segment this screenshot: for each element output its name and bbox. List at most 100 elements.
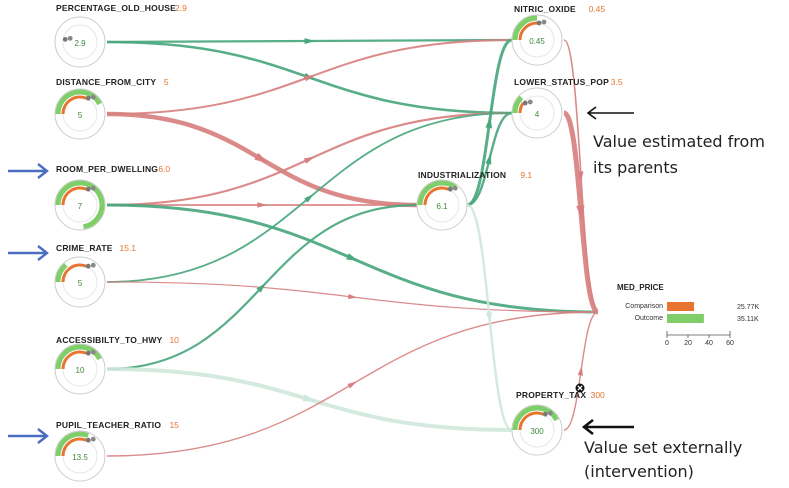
node-value: 13.5	[72, 453, 88, 462]
node-handle[interactable]	[522, 100, 528, 106]
node-handle[interactable]	[85, 186, 91, 192]
arrow-right-icon	[8, 163, 49, 179]
node-value-arc	[55, 431, 90, 457]
edge-arrowhead	[303, 156, 315, 164]
node-handle[interactable]	[85, 437, 91, 443]
axis-tick-label: 0	[665, 340, 669, 347]
node-handle[interactable]	[447, 186, 453, 192]
node-reference-value: 9.1	[520, 170, 532, 180]
node-label: CRIME_RATE	[56, 243, 113, 253]
axis-tick-label: 20	[684, 340, 692, 347]
intervention-close-icon[interactable]	[575, 383, 585, 393]
node-reference-value: 10	[169, 335, 179, 345]
node-handle[interactable]	[90, 262, 96, 268]
node-handle[interactable]	[85, 350, 91, 356]
legend-outcome-label: Outcome	[635, 315, 664, 322]
node-handle[interactable]	[90, 436, 96, 442]
node-ring	[511, 87, 563, 139]
node-label: LOWER_STATUS_POP	[514, 77, 609, 87]
edge-arrowhead	[304, 194, 314, 203]
node-handle[interactable]	[85, 95, 91, 101]
edge-arrowhead	[485, 116, 493, 129]
node-value: 4	[535, 110, 540, 119]
node-handle[interactable]	[547, 410, 553, 416]
node-label: NITRIC_OXIDE	[514, 4, 576, 14]
node-handle[interactable]	[90, 349, 96, 355]
node-highway[interactable]: 10 ACCESSIBILTY_TO_HWY 10	[54, 335, 179, 395]
node-reference-arc	[423, 186, 449, 206]
node-nox[interactable]: 0.45 NITRIC_OXIDE 0.45	[511, 4, 606, 66]
edge-arrowhead	[578, 171, 584, 182]
node-handle[interactable]	[452, 185, 458, 191]
node-value: 7	[78, 202, 83, 211]
node-label: DISTANCE_FROM_CITY	[56, 77, 156, 87]
bar-outcome	[667, 314, 704, 323]
node-label: PUPIL_TEACHER_RATIO	[56, 420, 161, 430]
node-industrial[interactable]: 6.1 INDUSTRIALIZATION 9.1	[416, 170, 532, 231]
node-label: ROOM_PER_DWELLING	[56, 164, 158, 174]
edge-arrowhead	[254, 152, 269, 164]
node-handle[interactable]	[527, 99, 533, 105]
node-handle[interactable]	[541, 19, 547, 25]
node-value: 0.45	[529, 37, 545, 46]
node-handle[interactable]	[90, 185, 96, 191]
node-reference-value: 6.0	[158, 164, 170, 174]
node-reference-arc	[518, 411, 544, 431]
node-reference-value: 0.45	[589, 4, 606, 14]
arrow-right-icon	[8, 428, 49, 444]
edge-arrowhead	[485, 153, 492, 165]
node-pupil[interactable]: 13.5 PUPIL_TEACHER_RATIO 15	[54, 420, 179, 482]
annotation-estimated-line-2: its parents	[593, 158, 678, 177]
node-reference-arc	[61, 263, 87, 283]
node-handle[interactable]	[536, 20, 542, 26]
node-reference-value: 2.9	[175, 3, 187, 13]
node-label: INDUSTRIALIZATION	[418, 170, 506, 180]
edge-arrowhead	[346, 253, 359, 262]
node-ring	[54, 16, 106, 68]
med-price-label: MED_PRICE	[617, 283, 664, 292]
node-value-arc	[55, 263, 68, 283]
node-value: 10	[76, 366, 85, 375]
node-reference-arc	[61, 437, 87, 457]
node-value: 2.9	[74, 39, 86, 48]
node-label: PROPERTY_TAX	[516, 390, 586, 400]
node-handle[interactable]	[67, 35, 73, 41]
node-handle[interactable]	[62, 36, 68, 42]
annotation-intervention-line-2: (intervention)	[584, 462, 694, 481]
edge-arrowhead	[577, 365, 583, 376]
legend-comparison-label: Comparison	[625, 303, 663, 310]
node-value-arc	[512, 15, 538, 41]
arrow-left-icon	[581, 418, 634, 436]
node-handle[interactable]	[90, 94, 96, 100]
node-reference-value: 3.5	[611, 77, 623, 87]
edge-arrowhead	[257, 202, 268, 208]
node-handle[interactable]	[542, 411, 548, 417]
node-value: 6.1	[436, 202, 448, 211]
edge-arrowhead	[302, 394, 317, 402]
arrow-left-icon	[586, 106, 634, 120]
arrow-right-icon	[8, 245, 49, 261]
node-reference-arc	[61, 350, 87, 370]
node-reference-value: 5	[164, 77, 169, 87]
edge-arrowhead	[256, 282, 266, 293]
node-reference-arc	[61, 186, 87, 206]
node-reference-value: 15	[169, 420, 179, 430]
node-inner-ring	[62, 24, 98, 60]
node-value: 5	[78, 279, 83, 288]
edges-layer	[106, 38, 600, 457]
node-handle[interactable]	[85, 263, 91, 269]
edge-arrowhead	[347, 293, 358, 300]
node-crime[interactable]: 5 CRIME_RATE 15.1	[54, 243, 137, 308]
node-value-arc	[417, 180, 457, 206]
node-reference-value: 15.1	[120, 243, 137, 253]
node-reference-arc	[61, 95, 87, 115]
node-label: ACCESSIBILTY_TO_HWY	[56, 335, 163, 345]
